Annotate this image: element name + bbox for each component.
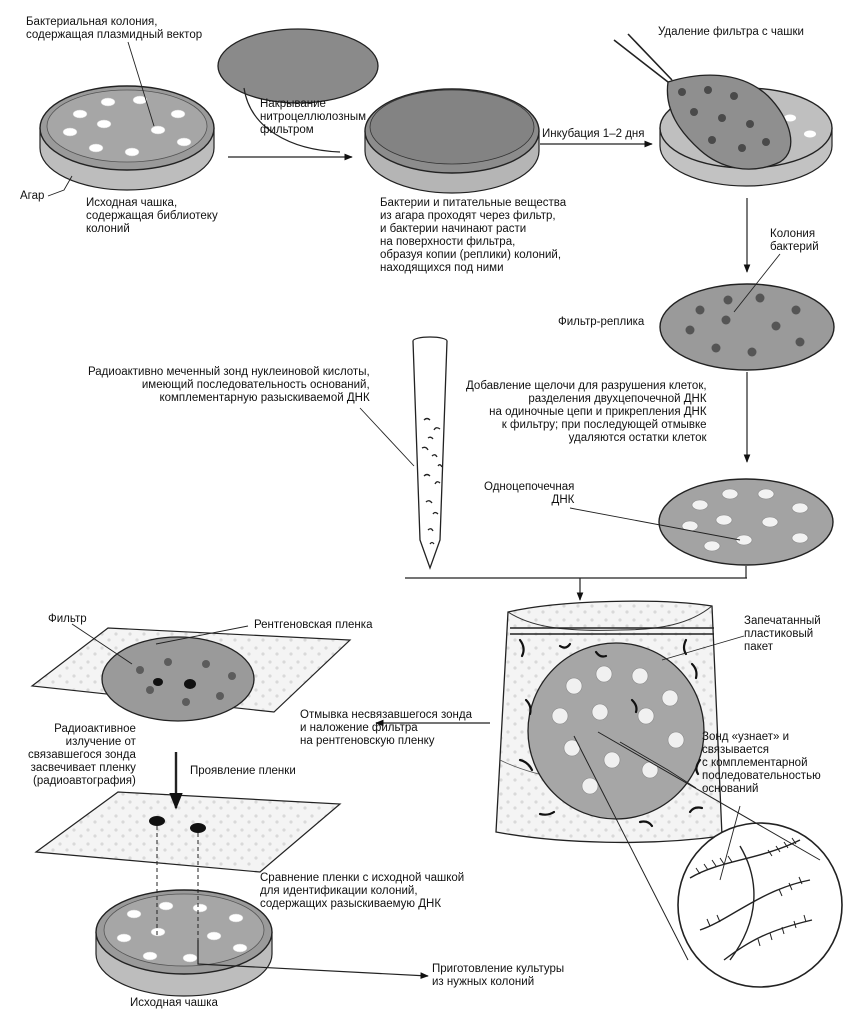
probe-tube (412, 336, 448, 570)
alignment-dashes (156, 826, 199, 940)
label-agar: Агар (20, 190, 45, 202)
nitrocellulose-filter (217, 28, 379, 104)
leader-colony (127, 41, 155, 127)
label-filter-replica: Фильтр-реплика (558, 316, 645, 328)
covered-dish (364, 88, 540, 194)
label-xray-film: Рентгеновская пленка (254, 619, 373, 631)
label-filter-removal: Удаление фильтра с чашки (658, 26, 804, 38)
leader-magnified (719, 805, 741, 881)
merge-line (405, 577, 747, 600)
label-filter: Фильтр (48, 613, 87, 625)
label-alkali: Добавление щелочи для разрушения клеток,… (466, 380, 707, 444)
label-radioactive: Радиоактивное излучение от связавшегося … (28, 723, 136, 787)
label-developing: Проявление пленки (190, 765, 296, 777)
label-bacteria-pass: Бактерии и питательные вещества из агара… (380, 197, 567, 274)
leader-sealed-bag (661, 635, 745, 661)
label-culture: Приготовление культуры из нужных колоний (432, 963, 565, 988)
label-source-dish-library: Исходная чашка, содержащая библиотеку ко… (86, 197, 218, 235)
label-single-strand: Одноцепочечная ДНК (484, 481, 575, 506)
leader-bacteria-colonies (733, 253, 781, 313)
label-source-dish: Исходная чашка (130, 997, 218, 1009)
sealed-plastic-bag (495, 600, 723, 844)
arrow-covering-curve (243, 87, 341, 153)
zoom-line-right (597, 731, 821, 861)
leader-xray-film (155, 625, 249, 645)
arrow-culture (197, 940, 429, 979)
label-wash: Отмывка несвязавшегося зонда и наложение… (300, 709, 472, 747)
xray-film-with-filter (30, 627, 352, 722)
leader-agar (47, 175, 73, 197)
label-probe-recognizes: Зонд «узнает» и связывается с комплемент… (702, 731, 821, 795)
source-dish-bottom (95, 889, 273, 997)
leader-single-strand (569, 507, 741, 541)
leader-probe-recognizes (619, 741, 697, 789)
label-bacteria-colonies: Колония бактерий (770, 228, 819, 253)
label-covering: Накрывание нитроцеллюлозным фильтром (260, 98, 366, 136)
filter-replica (659, 283, 835, 371)
single-strand-dna-filter (658, 478, 834, 566)
label-incubation: Инкубация 1–2 дня (542, 128, 645, 140)
label-compare: Сравнение пленки с исходной чашкой для и… (260, 872, 465, 910)
leader-probe (359, 407, 415, 467)
label-probe: Радиоактивно меченный зонд нуклеиновой к… (88, 366, 370, 404)
label-bacterial-colony: Бактериальная колония, содержащая плазми… (26, 16, 203, 41)
zoom-line-left (573, 735, 689, 961)
leader-filter (71, 623, 133, 665)
label-sealed-bag: Запечатанный пластиковый пакет (744, 615, 821, 653)
developed-film (34, 791, 342, 873)
filter-removal-dish (613, 33, 833, 187)
source-dish-top (39, 85, 215, 191)
magnified-probe-binding (677, 822, 843, 988)
